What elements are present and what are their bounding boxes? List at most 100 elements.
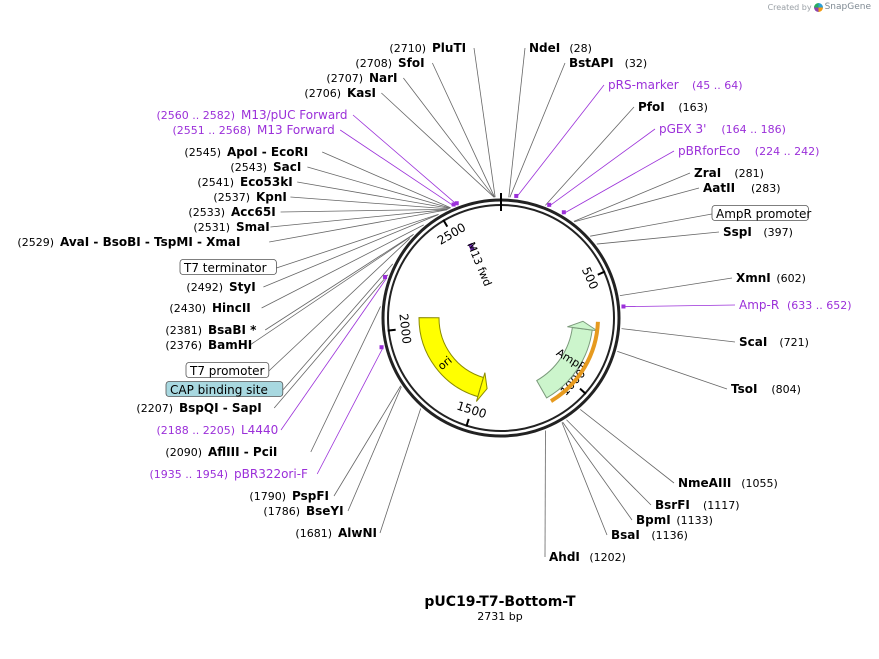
pfoi-label-group: (163)PfoI (638, 100, 708, 114)
site-name: AatII (703, 181, 735, 195)
site-position: (281) (734, 167, 764, 180)
site-name: PluTI (432, 41, 466, 55)
kasi-label-group: (2706) KasI (304, 86, 376, 100)
site-position: (1790) (249, 490, 286, 503)
site-position: (1202) (589, 551, 626, 564)
prs-marker-label-group: (45 .. 64)pRS-marker (608, 78, 743, 92)
primer-position: (45 .. 64) (692, 79, 743, 92)
site-position: (2529) (17, 236, 54, 249)
bspqi-sapi-leader-line (273, 274, 389, 409)
cap-binding-site-box: CAP binding site (165, 381, 284, 397)
primer-name: M13/pUC Forward (241, 108, 348, 122)
site-name: BamHI (208, 338, 252, 352)
site-name: NarI (369, 71, 398, 85)
site-position: (2531) (193, 221, 230, 234)
afliii-pcii-label-group: (2090)AflIII - PciI (165, 445, 277, 459)
bsai-label-group: (1136) BsaI (611, 528, 688, 542)
site-position: (1681) (295, 527, 332, 540)
sspi-leader-line (596, 231, 720, 245)
site-name: PfoI (638, 100, 665, 114)
t7-promoter-box: T7 promoter (185, 362, 270, 378)
site-name: SspI (723, 225, 752, 239)
snapgene-credit: Created by SnapGene (768, 2, 871, 12)
aatii-leader-line (574, 187, 700, 223)
pbr322ori-f-label-group: (1935 .. 1954)pBR322ori-F (149, 467, 308, 481)
styi-leader-line (263, 214, 438, 288)
scai-leader-line (621, 328, 736, 343)
hincii-label-group: (2430)HincII (169, 301, 250, 315)
site-name: KpnI (256, 190, 287, 204)
primer-position: (164 .. 186) (721, 123, 786, 136)
site-position: (721) (779, 336, 809, 349)
site-position: (2541) (197, 176, 234, 189)
site-name: BpmI (636, 513, 671, 527)
saci-leader-line (307, 166, 451, 209)
m13-puc-forward-primer-mark (454, 201, 459, 206)
bsai-leader-line (561, 422, 608, 536)
site-position: (1136) (651, 529, 688, 542)
site-name: NdeI (529, 41, 560, 55)
bsabi-leader-line (264, 233, 414, 331)
zrai-label-group: (281)ZraI (694, 166, 764, 180)
eco53ki-label-group: (2541)Eco53kI (197, 175, 292, 189)
bsabi-label-group: (2381)BsaBI * (165, 323, 257, 337)
bpmi-label-group: (1133)BpmI (636, 513, 713, 527)
amp-r-leader-line (621, 304, 736, 308)
site-labels: (2710)PluTI(2708)SfoI(2707)NarI(2706)Kas… (17, 41, 851, 564)
alwni-leader-line (379, 408, 422, 534)
l4440-leader-line (280, 277, 388, 431)
ampr-promoter-box-label: AmpR promoter (716, 207, 811, 221)
m13-fwd-label: M13 fwd (464, 240, 494, 288)
ori-feature-arc (418, 317, 485, 398)
site-position: (397) (763, 226, 793, 239)
primer-name: pGEX 3' (659, 122, 706, 136)
site-position: (602) (776, 272, 806, 285)
ndei-label-group: (28) NdeI (529, 41, 592, 55)
site-name: BsrFI (655, 498, 690, 512)
aatii-label-group: (283)AatII (703, 181, 781, 195)
cap-binding-site-leader-line (282, 263, 394, 391)
smai-label-group: (2531)SmaI (193, 220, 269, 234)
site-name: BsaBI * (208, 323, 257, 337)
site-position: (2706) (304, 87, 341, 100)
bsrfi-label-group: (1117)BsrFI (655, 498, 740, 512)
nari-leader-line (403, 77, 495, 198)
site-name: AhdI (549, 550, 580, 564)
ndei-leader-line (508, 47, 526, 198)
primer-position: (2560 .. 2582) (156, 109, 235, 122)
site-position: (28) (569, 42, 592, 55)
cap-binding-site-box-frame (165, 381, 284, 397)
t7-terminator-leader-line (276, 213, 439, 269)
ruler-label: 500 (579, 265, 601, 292)
primer-name: M13 Forward (257, 123, 335, 137)
pbrforeco-leader-line (562, 150, 675, 215)
smai-leader-line (270, 209, 448, 228)
site-name: BstAPI (569, 56, 614, 70)
eco53ki-leader-line (297, 181, 450, 209)
site-position: (1055) (741, 477, 778, 490)
xmni-label-group: (602)XmnI (736, 271, 806, 285)
site-name: SacI (273, 160, 301, 174)
l4440-primer-mark (383, 274, 388, 279)
m13-fwd-feature-arc (468, 242, 475, 251)
scai-label-group: (721)ScaI (739, 335, 809, 349)
site-name: KasI (347, 86, 376, 100)
m13-forward-primer-mark (451, 202, 456, 207)
site-position: (2090) (165, 446, 202, 459)
ruler-label: 1500 (455, 399, 488, 422)
bstapi-label-group: (32)BstAPI (569, 56, 647, 70)
bstapi-leader-line (509, 62, 566, 198)
pluti-leader-line (473, 47, 496, 198)
site-name: BsaI (611, 528, 640, 542)
pspfi-label-group: (1790)PspFI (249, 489, 329, 503)
site-position: (2376) (165, 339, 202, 352)
map-title: pUC19-T7-Bottom-T (424, 594, 576, 610)
site-name: AvaI - BsoBI - TspMI - XmaI (60, 235, 240, 249)
prs-marker-leader-line (515, 84, 605, 199)
ruler-tick (579, 387, 587, 395)
site-name: BseYI (306, 504, 344, 518)
amp-r-label-group: (633 .. 652)Amp-R (739, 298, 852, 312)
site-name: BspQI - SapI (179, 401, 262, 415)
